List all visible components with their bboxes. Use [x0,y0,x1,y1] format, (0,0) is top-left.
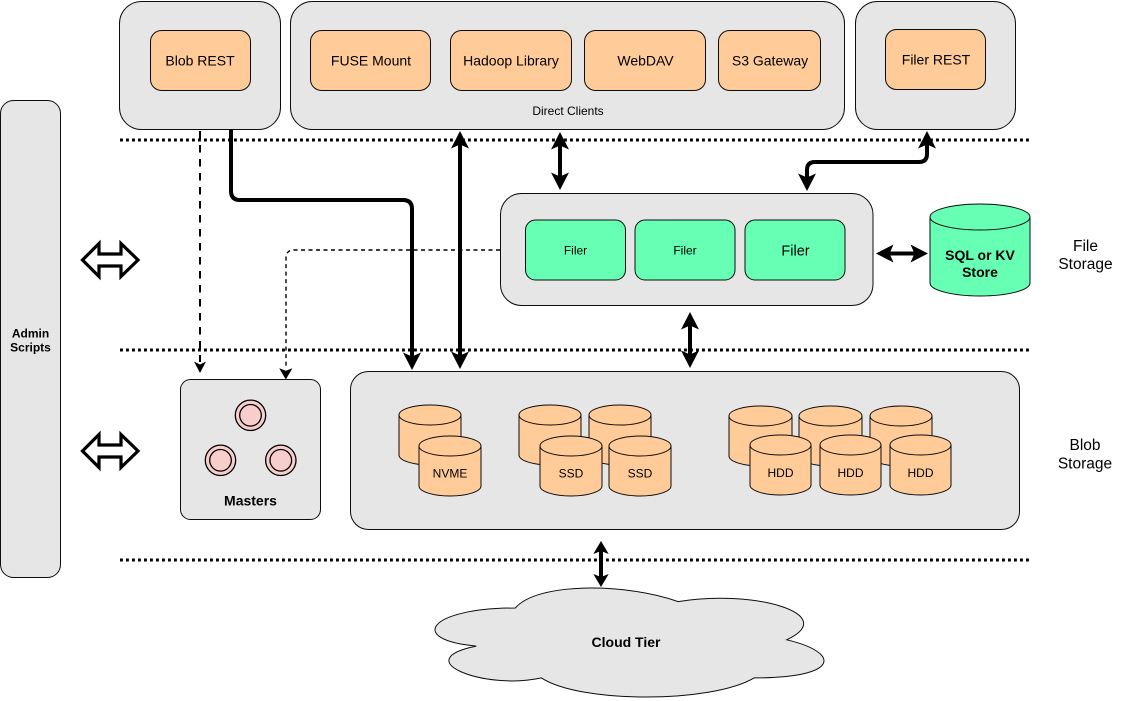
svg-text:SSD: SSD [628,467,653,481]
svg-text:Blob: Blob [1069,437,1100,454]
svg-text:Storage: Storage [1058,256,1112,273]
svg-text:HDD: HDD [768,466,794,480]
svg-text:Filer: Filer [673,244,696,258]
svg-text:HDD: HDD [908,466,934,480]
svg-text:Admin: Admin [12,327,49,341]
svg-text:Blob REST: Blob REST [165,53,235,69]
svg-text:File: File [1073,238,1098,255]
svg-text:Filer: Filer [564,244,587,258]
svg-text:Storage: Storage [1058,456,1112,473]
svg-text:FUSE Mount: FUSE Mount [331,53,411,69]
svg-text:Filer: Filer [781,244,809,260]
svg-text:WebDAV: WebDAV [617,53,674,69]
svg-text:HDD: HDD [838,466,864,480]
svg-text:SSD: SSD [559,467,584,481]
svg-text:Store: Store [962,264,998,280]
svg-text:SQL or KV: SQL or KV [945,247,1015,263]
svg-text:Cloud Tier: Cloud Tier [592,634,662,650]
svg-text:Scripts: Scripts [10,341,51,355]
svg-text:Filer REST: Filer REST [902,52,971,68]
svg-text:S3 Gateway: S3 Gateway [732,53,808,69]
svg-text:NVME: NVME [433,467,468,481]
svg-text:Hadoop Library: Hadoop Library [463,53,559,69]
svg-text:Direct Clients: Direct Clients [532,104,603,118]
svg-text:Masters: Masters [224,493,277,509]
